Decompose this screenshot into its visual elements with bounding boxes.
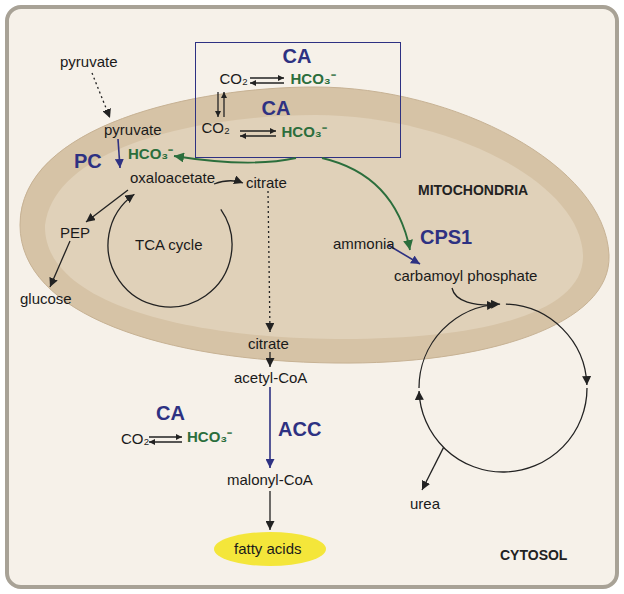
molecule-label: CO₂ [202, 120, 230, 137]
enzyme-label: CA [283, 45, 312, 67]
metabolite-label: acetyl-CoA [234, 370, 307, 387]
metabolite-label: CO₂ [121, 431, 149, 448]
enzyme-label: ACC [278, 418, 321, 440]
metabolite-label: citrate [246, 175, 287, 192]
compartment-label: MITOCHONDRIA [418, 183, 528, 198]
tca-cycle: TCA cycle [108, 183, 232, 307]
enzyme-label: PC [74, 150, 102, 172]
ion-label: HCO₃⁻ [291, 71, 336, 88]
ion-label: HCO₃⁻ [282, 124, 327, 141]
enzyme-label: CPS1 [420, 226, 472, 248]
compartment-label: CYTOSOL [500, 548, 567, 563]
mitochondrion-outer [20, 87, 609, 363]
mitochondrion-matrix [45, 115, 583, 339]
fatty-acids-ellipse: fatty acids [214, 532, 326, 566]
molecule-label: CO₂ [220, 71, 248, 88]
metabolite-label: pyruvate [104, 122, 162, 139]
metabolite-label: glucose [20, 291, 72, 308]
ion-label: HCO₃⁻ [187, 429, 232, 446]
ion-label: HCO₃⁻ [128, 146, 173, 163]
metabolite-label: carbamoyl phosphate [394, 268, 537, 285]
product-label: fatty acids [234, 541, 302, 558]
enzyme-label: CA [156, 402, 185, 424]
tca-cycle-arc [108, 194, 232, 307]
metabolite-label: citrate [248, 336, 289, 353]
metabolite-label: urea [410, 496, 440, 513]
carbonic-anhydrase-box: CACO₂HCO₃⁻CO₂CAHCO₃⁻ [195, 42, 401, 158]
metabolite-label: malonyl-CoA [227, 472, 313, 489]
enzyme-label: CA [262, 97, 291, 119]
metabolite-label: pyruvate [60, 54, 118, 71]
cell-boundary: CYTOSOLMITOCHONDRIATCA cycleCACO₂HCO₃⁻CO… [5, 5, 619, 589]
metabolite-label: ammonia [333, 236, 395, 253]
cycle-label: TCA cycle [135, 237, 203, 254]
fatty-acids-fill [214, 532, 326, 566]
metabolite-label: oxaloacetate [130, 170, 215, 187]
metabolite-label: PEP [60, 225, 90, 242]
